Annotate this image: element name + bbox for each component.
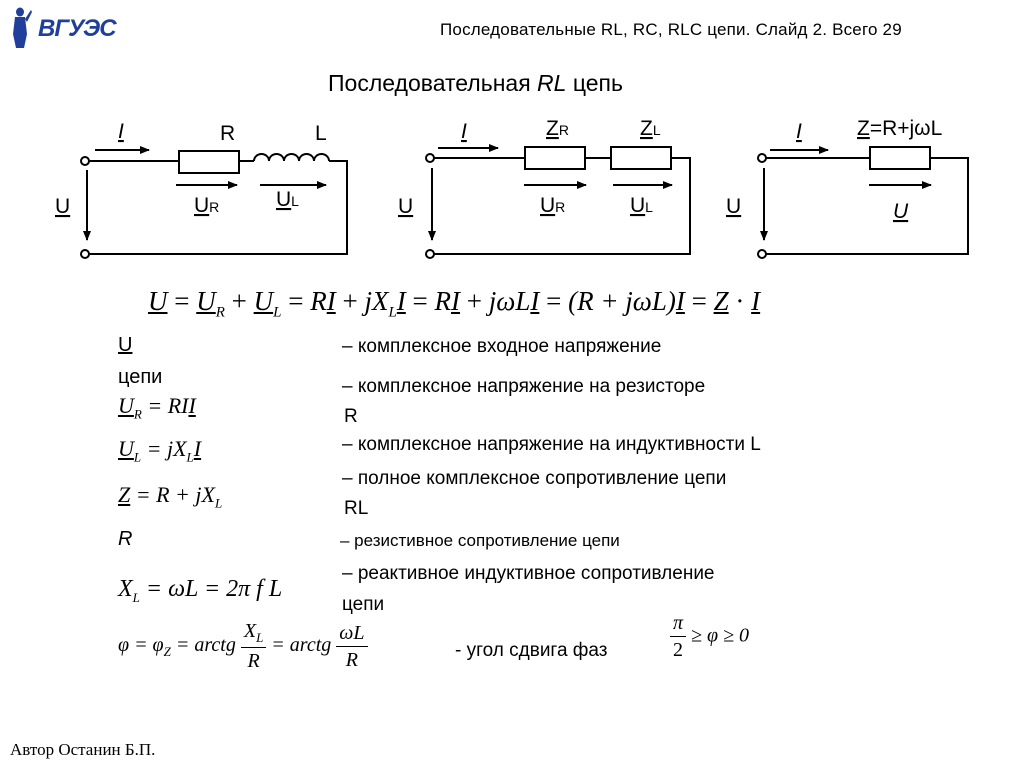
author-footer: Автор Останин Б.П. [10, 740, 156, 759]
logo-text: ВГУЭС [38, 15, 117, 42]
circuit-zeq-elements [757, 146, 969, 259]
title-emphasis: RL [537, 70, 567, 96]
c3-current: I [796, 120, 802, 143]
c1-r: R [220, 122, 235, 145]
circuit-zeq-labels: I Z=R+jωL U U [726, 117, 942, 223]
page-title: Последовательная RL цепь [328, 70, 623, 97]
row4-desc: – полное комплексное сопротивление цепи [342, 468, 727, 489]
phase-text: - угол сдвига фаз [455, 640, 608, 661]
formula-ul: UL = jXLI [118, 436, 202, 465]
title-prefix: Последовательная [328, 70, 538, 96]
university-logo: ВГУЭС [6, 4, 122, 50]
inductor-coil [253, 153, 330, 162]
title-suffix: цепь [566, 70, 623, 96]
c2-zr: ZR [546, 117, 569, 140]
formula-z: Z = R + jXL [118, 482, 223, 511]
slide-header: Последовательные RL, RC, RLC цепи. Слайд… [440, 20, 902, 39]
c2-current: I [461, 120, 467, 143]
statue-icon [13, 7, 32, 48]
c1-current: I [118, 120, 124, 143]
row2-desc: – комплексное напряжение на резисторе [342, 376, 706, 397]
circuit-rl-elements [80, 146, 348, 259]
c2-u: U [398, 195, 413, 218]
row2-desc2: R [344, 406, 358, 427]
c2-ul: UL [630, 194, 653, 217]
row1-label: U [118, 334, 133, 356]
row5-label: R [118, 528, 133, 550]
c3-uz: U [893, 200, 909, 223]
row1-desc: – комплексное входное напряжение [342, 336, 662, 357]
circuit-z-elements [425, 144, 691, 259]
c1-ul: UL [276, 188, 299, 211]
row4-desc2: RL [344, 498, 369, 519]
c3-u: U [726, 195, 741, 218]
row3-desc: – комплексное напряжение на индуктивност… [342, 434, 761, 455]
row1-label2: цепи [118, 366, 163, 388]
circuit-rl-labels: I R L U UR UL [55, 120, 327, 218]
formula-ur: UR = RII [118, 393, 196, 422]
row6-desc2: цепи [342, 594, 385, 615]
c1-u: U [55, 195, 70, 218]
c2-ur: UR [540, 194, 565, 217]
circuit-z-labels: I ZR ZL U UR UL [398, 117, 661, 218]
c3-z: Z=R+jωL [857, 117, 942, 140]
c1-ur: UR [194, 194, 219, 217]
row5-desc: – резистивное сопротивление цепи [340, 531, 620, 550]
row6-desc: – реактивное индуктивное сопротивление [342, 563, 715, 584]
c2-zl: ZL [640, 117, 661, 140]
main-formula: U = UR + UL = RI + jXLI = RI + jωLI = (R… [148, 286, 761, 321]
circuit-diagrams: I R L U UR UL I ZR ZL U UR UL [55, 117, 969, 259]
formula-xl: XL = ωL = 2π f L [118, 576, 283, 605]
c1-l: L [315, 122, 327, 145]
